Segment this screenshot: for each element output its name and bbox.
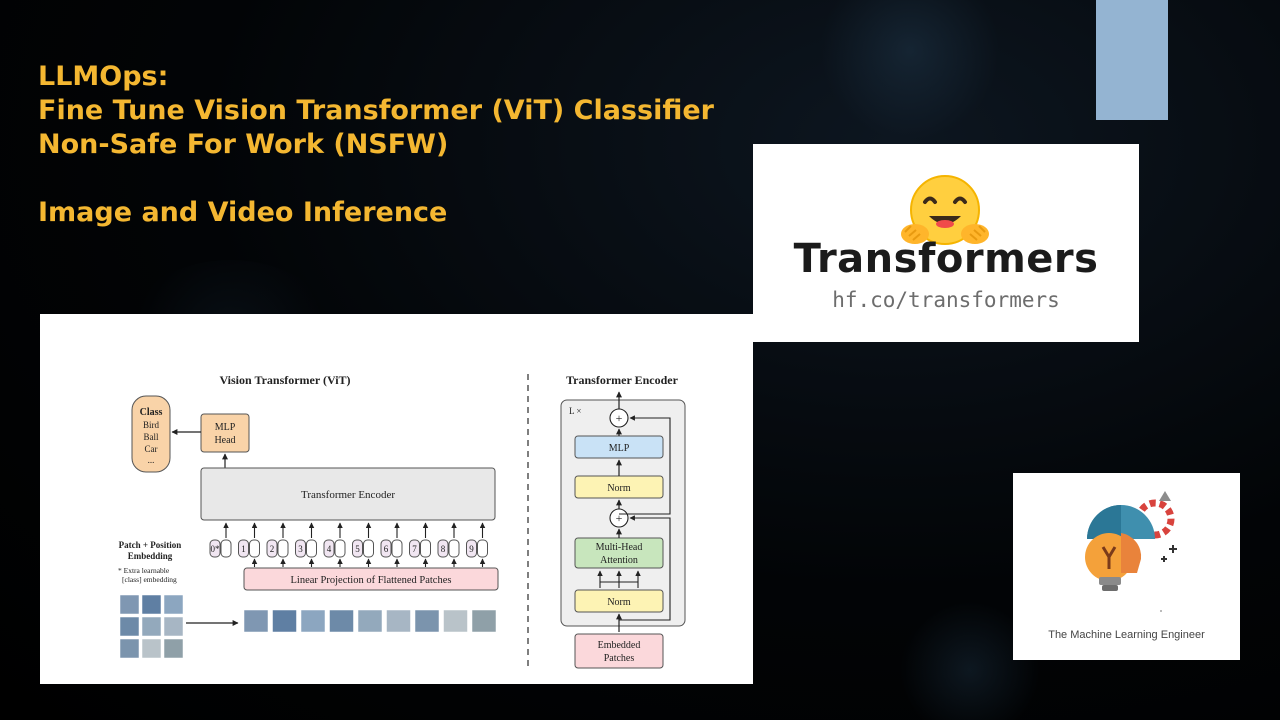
flattened-patch bbox=[329, 609, 354, 633]
hugging-face-emoji-icon bbox=[901, 175, 989, 245]
position-token bbox=[238, 539, 249, 558]
token-index: 8 bbox=[441, 544, 446, 554]
image-patch bbox=[163, 616, 184, 637]
position-token bbox=[209, 539, 221, 558]
patch-token bbox=[477, 539, 488, 558]
class-box bbox=[131, 395, 171, 473]
extra-note: * Extra learnable bbox=[118, 566, 170, 575]
embedded-patches-box bbox=[574, 633, 664, 669]
mlp-head-label: MLP bbox=[215, 422, 236, 433]
image-patch bbox=[141, 616, 162, 637]
token-index: 0* bbox=[211, 544, 221, 554]
class-item: Bird bbox=[143, 420, 160, 430]
decorative-dot bbox=[1160, 610, 1162, 612]
patch-token bbox=[249, 539, 260, 558]
encoder-block-title: Transformer Encoder bbox=[566, 373, 679, 387]
patch-token bbox=[448, 539, 460, 558]
flattened-patch bbox=[243, 609, 269, 633]
patch-token bbox=[420, 539, 431, 558]
patch-embedding-label: Patch + Position bbox=[119, 540, 182, 550]
title-line: Non-Safe For Work (NSFW) bbox=[38, 129, 449, 160]
patch-token bbox=[277, 539, 289, 558]
image-patch bbox=[163, 594, 184, 615]
title-line: LLMOps: bbox=[38, 61, 169, 92]
class-item: ... bbox=[148, 455, 155, 465]
token-index: 5 bbox=[355, 544, 360, 554]
class-item: Car bbox=[145, 444, 158, 454]
patch-token bbox=[220, 539, 232, 558]
patch-token bbox=[391, 539, 403, 558]
transformers-wordmark: Transformers bbox=[793, 236, 1099, 282]
embedded-label: Patches bbox=[604, 653, 635, 664]
norm-label: Norm bbox=[607, 483, 631, 494]
mlp-head-box bbox=[200, 413, 250, 453]
embedded-label: Embedded bbox=[598, 640, 641, 651]
residual-arrow bbox=[619, 515, 671, 621]
image-patch bbox=[119, 616, 140, 637]
patch-embedding-label: Embedding bbox=[128, 551, 173, 561]
class-item: Ball bbox=[144, 432, 159, 442]
class-title: Class bbox=[140, 407, 163, 418]
accent-rectangle bbox=[1096, 0, 1168, 120]
flattened-patch bbox=[443, 609, 468, 633]
image-patch bbox=[119, 638, 140, 659]
position-token bbox=[466, 539, 477, 558]
residual-arrow bbox=[619, 415, 671, 515]
position-token bbox=[437, 539, 449, 558]
transformers-url: hf.co/transformers bbox=[832, 288, 1060, 312]
repeat-label: L × bbox=[569, 406, 582, 416]
background-glow bbox=[820, 0, 1000, 140]
plus-sign: + bbox=[616, 411, 623, 425]
image-patch bbox=[163, 638, 184, 659]
token-index: 1 bbox=[241, 544, 246, 554]
flattened-patch bbox=[471, 609, 497, 633]
position-token bbox=[380, 539, 392, 558]
flattened-patch bbox=[272, 609, 297, 633]
norm-label: Norm bbox=[607, 597, 631, 608]
flattened-patch bbox=[414, 609, 440, 633]
position-token bbox=[409, 539, 420, 558]
linear-projection-box bbox=[243, 567, 499, 591]
patch-token bbox=[334, 539, 346, 558]
token-index: 7 bbox=[412, 544, 417, 554]
attention-label: Attention bbox=[600, 555, 638, 566]
transformer-encoder-label: Transformer Encoder bbox=[301, 489, 395, 501]
machine-learning-engineer-logo: The Machine Learning Engineer bbox=[1013, 473, 1240, 660]
vit-architecture-diagram: Vision Transformer (ViT) Class Bird Ball… bbox=[40, 314, 753, 684]
norm-box bbox=[574, 589, 664, 613]
token-index: 2 bbox=[270, 544, 275, 554]
gear-head-lightbulb-icon bbox=[1085, 491, 1177, 591]
brand-name: The Machine Learning Engineer bbox=[1048, 629, 1205, 641]
token-index: 6 bbox=[384, 544, 389, 554]
flattened-patch bbox=[386, 609, 411, 633]
slide-title: LLMOps: Fine Tune Vision Transformer (Vi… bbox=[38, 60, 738, 230]
extra-note: [class] embedding bbox=[122, 575, 177, 584]
token-index: 4 bbox=[327, 544, 332, 554]
patch-token bbox=[306, 539, 317, 558]
flattened-patch bbox=[357, 609, 383, 633]
mlp-head-label: Head bbox=[214, 435, 235, 446]
flattened-patch bbox=[300, 609, 326, 633]
position-token bbox=[323, 539, 335, 558]
linear-projection-label: Linear Projection of Flattened Patches bbox=[291, 575, 452, 586]
patch-token bbox=[363, 539, 374, 558]
image-patch bbox=[141, 594, 162, 615]
slide-subtitle: Image and Video Inference bbox=[38, 197, 448, 228]
attention-label: Multi-Head bbox=[596, 542, 643, 553]
position-token bbox=[295, 539, 306, 558]
image-patch bbox=[119, 594, 140, 615]
vit-title: Vision Transformer (ViT) bbox=[219, 373, 350, 387]
token-index: 3 bbox=[298, 544, 303, 554]
mlp-label: MLP bbox=[609, 443, 630, 454]
hugging-face-transformers-logo: Transformers hf.co/transformers bbox=[753, 144, 1139, 342]
token-index: 9 bbox=[469, 544, 474, 554]
position-token bbox=[352, 539, 363, 558]
position-token bbox=[266, 539, 278, 558]
plus-sign: + bbox=[616, 511, 623, 525]
transformer-encoder-box bbox=[200, 467, 496, 521]
title-line: Fine Tune Vision Transformer (ViT) Class… bbox=[38, 95, 714, 126]
image-patch bbox=[141, 638, 162, 659]
